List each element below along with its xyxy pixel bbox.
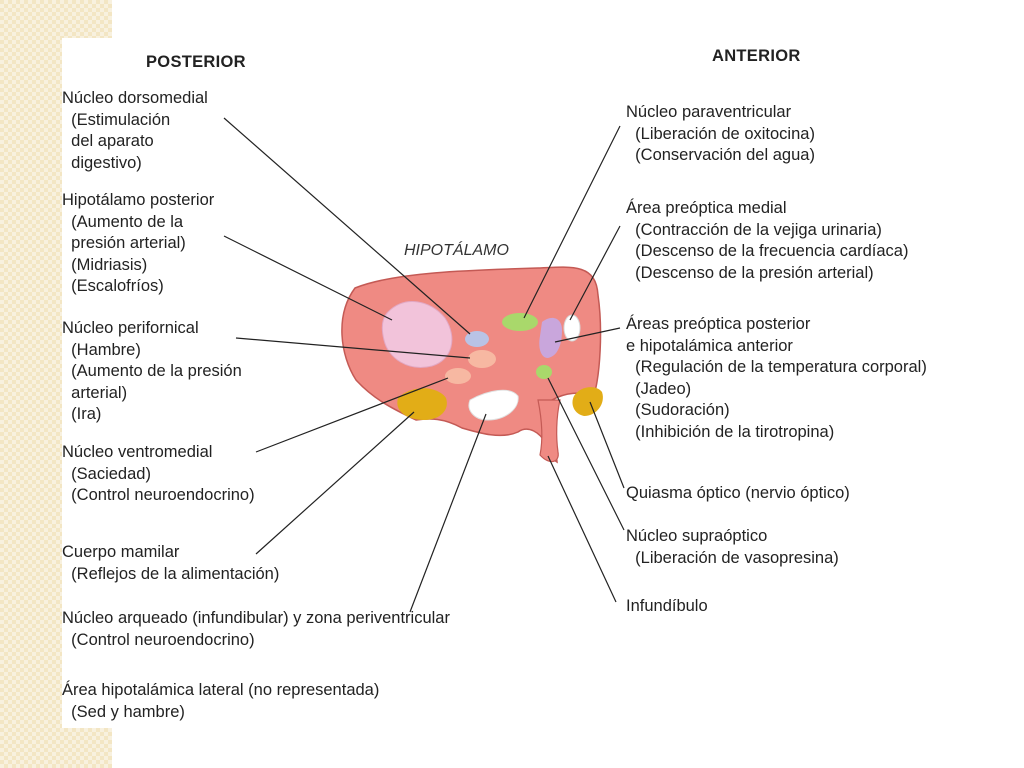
supraoptic-nucleus-region: [536, 365, 552, 379]
label-paraventricular-nucleus: Núcleo paraventricular (Liberación de ox…: [626, 103, 815, 164]
label-posterior-preoptic-areas: Áreas preóptica posterior e hipotalámica…: [626, 315, 927, 441]
label-ventromedial-nucleus: Núcleo ventromedial (Saciedad) (Control …: [62, 443, 255, 504]
label-dorsomedial-nucleus: Núcleo dorsomedial (Estimulación del apa…: [62, 89, 208, 172]
leader-perifornical: [235, 337, 471, 359]
hypothalamus-title: HIPOTÁLAMO: [404, 242, 509, 259]
dorsomedial-nucleus-region: [465, 331, 489, 347]
leader-lines: [223, 117, 625, 613]
posterior-heading: POSTERIOR: [146, 53, 246, 71]
optic-chiasm-region: [572, 387, 603, 416]
leader-infundibulum: [547, 455, 617, 603]
leader-medial-preoptic: [569, 225, 621, 321]
leader-mamillary: [255, 411, 415, 555]
leader-supraoptic: [547, 377, 625, 531]
label-supraoptic-nucleus: Núcleo supraóptico (Liberación de vasopr…: [626, 527, 839, 567]
label-mamillary-body: Cuerpo mamilar (Reflejos de la alimentac…: [62, 543, 280, 583]
leader-dorsomedial: [223, 117, 471, 335]
leader-optic-chiasm: [589, 401, 625, 489]
leader-posterior-preoptic: [554, 327, 621, 343]
label-perifornical-nucleus: Núcleo perifornical (Hambre) (Aumento de…: [62, 319, 242, 423]
leader-paraventricular: [523, 125, 621, 319]
infundibulum-stalk: [537, 399, 561, 463]
ventromedial-nucleus-region: [445, 368, 471, 384]
label-infundibulum: Infundíbulo: [626, 597, 708, 615]
anterior-heading: ANTERIOR: [712, 47, 801, 65]
mamillary-body-region: [397, 388, 447, 420]
preoptic-areas-region: [539, 317, 562, 358]
posterior-hypothalamus-region: [381, 301, 453, 368]
label-posterior-hypothalamus: Hipotálamo posterior (Aumento de la pres…: [62, 191, 215, 295]
perifornical-nucleus-region: [468, 350, 496, 368]
label-lateral-hypothalamic-area: Área hipotalámica lateral (no representa…: [62, 681, 380, 721]
label-arcuate-nucleus: Núcleo arqueado (infundibular) y zona pe…: [62, 609, 450, 649]
leader-arcuate: [409, 413, 487, 613]
paraventricular-nucleus-region: [502, 313, 538, 331]
leader-posterior-hypothalamus: [223, 235, 393, 321]
arcuate-nucleus-region: [468, 389, 519, 421]
leader-ventromedial: [255, 377, 449, 453]
label-optic-chiasm: Quiasma óptico (nervio óptico): [626, 484, 850, 502]
label-medial-preoptic-area: Área preóptica medial (Contracción de la…: [626, 199, 909, 282]
